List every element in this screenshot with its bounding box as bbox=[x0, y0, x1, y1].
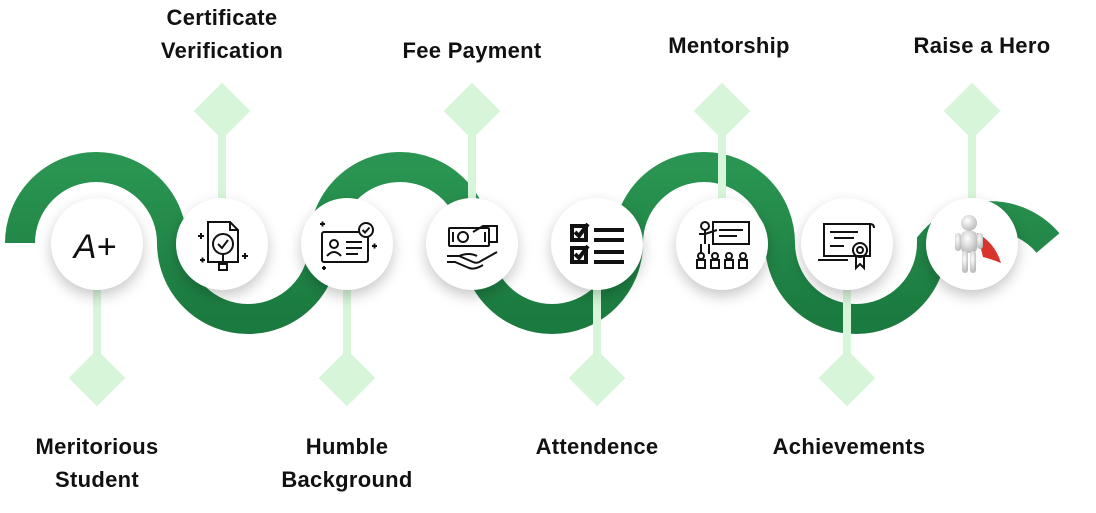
connector-line bbox=[843, 280, 851, 355]
step-label-mentorship: Mentorship bbox=[629, 29, 829, 62]
step-label-line: Verification bbox=[160, 38, 284, 63]
document-magnifier-icon bbox=[198, 221, 248, 271]
step-label-certificate-verification: Certificate Verification bbox=[132, 1, 312, 67]
step-label-line: Humble bbox=[305, 434, 389, 459]
step-label-line: Certificate bbox=[166, 5, 278, 30]
step-label-line: Fee Payment bbox=[402, 38, 542, 63]
connector-line bbox=[968, 135, 976, 205]
money-hand-icon bbox=[447, 225, 498, 270]
step-node-certificate-verification bbox=[176, 198, 268, 290]
classroom-presentation-icon bbox=[696, 221, 750, 269]
step-label-meritorious-student: Meritorious Student bbox=[7, 430, 187, 496]
step-label-line: Raise a Hero bbox=[913, 33, 1051, 58]
step-label-line: Mentorship bbox=[668, 33, 790, 58]
step-label-line: Background bbox=[281, 467, 413, 492]
connector-line bbox=[593, 280, 601, 355]
step-label-fee-payment: Fee Payment bbox=[372, 34, 572, 67]
superhero-figure-icon bbox=[955, 215, 1001, 273]
connector-line bbox=[218, 135, 226, 205]
step-node-achievements bbox=[801, 198, 893, 290]
certificate-award-icon bbox=[818, 223, 875, 271]
connector-line bbox=[718, 135, 726, 205]
step-label-line: Student bbox=[55, 467, 139, 492]
step-label-line: Achievements bbox=[772, 434, 926, 459]
connector-line bbox=[93, 280, 101, 355]
checklist-icon bbox=[570, 222, 624, 264]
grade-text: A+ bbox=[72, 228, 117, 266]
step-label-achievements: Achievements bbox=[739, 430, 959, 463]
step-label-line: Meritorious bbox=[35, 434, 159, 459]
step-label-raise-a-hero: Raise a Hero bbox=[872, 29, 1092, 62]
step-node-fee-payment bbox=[426, 198, 518, 290]
step-node-meritorious-student: A+ bbox=[51, 198, 143, 290]
connector-line bbox=[468, 135, 476, 205]
step-node-humble-background bbox=[301, 198, 393, 290]
step-node-attendence bbox=[551, 198, 643, 290]
connector-line bbox=[343, 280, 351, 355]
id-card-icon bbox=[320, 221, 377, 270]
step-label-humble-background: Humble Background bbox=[247, 430, 447, 496]
step-node-mentorship bbox=[676, 198, 768, 290]
step-node-raise-a-hero bbox=[926, 198, 1018, 290]
a-plus-grade-icon: A+ bbox=[72, 228, 117, 266]
step-label-attendence: Attendence bbox=[497, 430, 697, 463]
step-label-line: Attendence bbox=[535, 434, 659, 459]
